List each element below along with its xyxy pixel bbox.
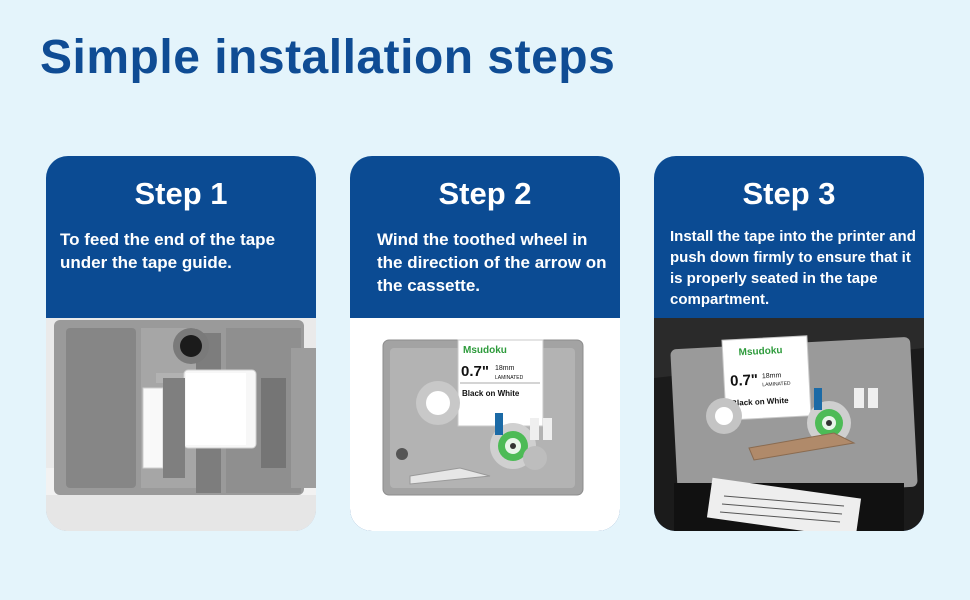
label-lam-text-3: LAMINATED	[762, 381, 791, 388]
label-lam-text: LAMINATED	[495, 375, 524, 381]
step-1-text: To feed the end of the tape under the ta…	[60, 230, 276, 272]
step-2-photo: Msudoku 0.7" 18mm LAMINATED Black on Whi…	[350, 318, 620, 531]
step-1-header: Step 1 To feed the end of the tape under…	[46, 156, 316, 318]
step-card-1: Step 1 To feed the end of the tape under…	[46, 156, 316, 531]
label-color-text-3: Black on White	[731, 396, 789, 408]
step-1-photo	[46, 318, 316, 531]
label-size-text: 0.7"	[461, 363, 489, 380]
page-title: Simple installation steps	[40, 31, 616, 84]
step-3-text: Install the tape into the printer and pu…	[670, 228, 916, 308]
step-2-header: Step 2 Wind the toothed wheel in the dir…	[350, 156, 620, 318]
label-brand-text-3: Msudoku	[738, 345, 782, 358]
label-brand-text: Msudoku	[463, 345, 507, 356]
step-1-heading: Step 1	[134, 176, 228, 211]
label-mm-text-3: 18mm	[762, 372, 782, 380]
step-2-text: Wind the toothed wheel in the direction …	[377, 230, 607, 295]
label-size-text-3: 0.7"	[730, 371, 759, 389]
label-mm-text: 18mm	[495, 365, 515, 372]
step-card-3: Step 3 Install the tape into the printer…	[654, 156, 924, 531]
step-3-heading: Step 3	[742, 176, 836, 211]
step-2-heading: Step 2	[438, 176, 532, 211]
label-color-text: Black on White	[462, 389, 520, 398]
step-3-photo: Msudoku 0.7" 18mm LAMINATED Black on Whi…	[654, 318, 924, 531]
step-card-2: Step 2 Wind the toothed wheel in the dir…	[350, 156, 620, 531]
step-3-header: Step 3 Install the tape into the printer…	[654, 156, 924, 318]
